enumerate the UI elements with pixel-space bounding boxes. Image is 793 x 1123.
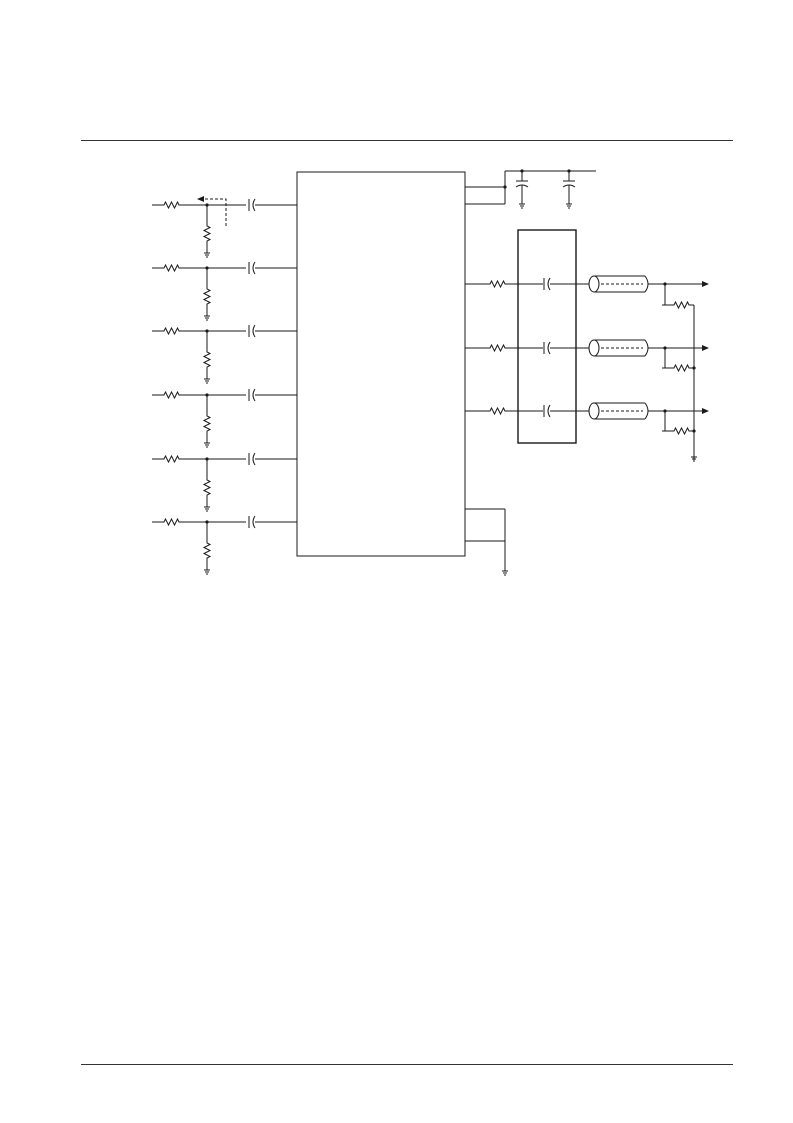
header-rule: [81, 140, 733, 141]
input-channel-1: [151, 196, 297, 258]
ground-connection: [465, 508, 509, 576]
input-channel-4: [151, 388, 297, 448]
output-channel-1: [465, 275, 709, 460]
footer-rule: [81, 1064, 733, 1065]
input-channels: [151, 196, 297, 575]
output-coupling-block: [517, 229, 577, 444]
video-driver-ic: [296, 171, 466, 557]
input-channel-6: [151, 515, 297, 575]
output-channel-3: [465, 402, 709, 435]
input-channel-2: [151, 261, 297, 321]
output-channels: [465, 275, 709, 462]
input-channel-3: [151, 324, 297, 384]
output-channel-2: [465, 339, 709, 372]
input-channel-5: [151, 452, 297, 512]
power-supply-decoupling: [465, 169, 596, 209]
